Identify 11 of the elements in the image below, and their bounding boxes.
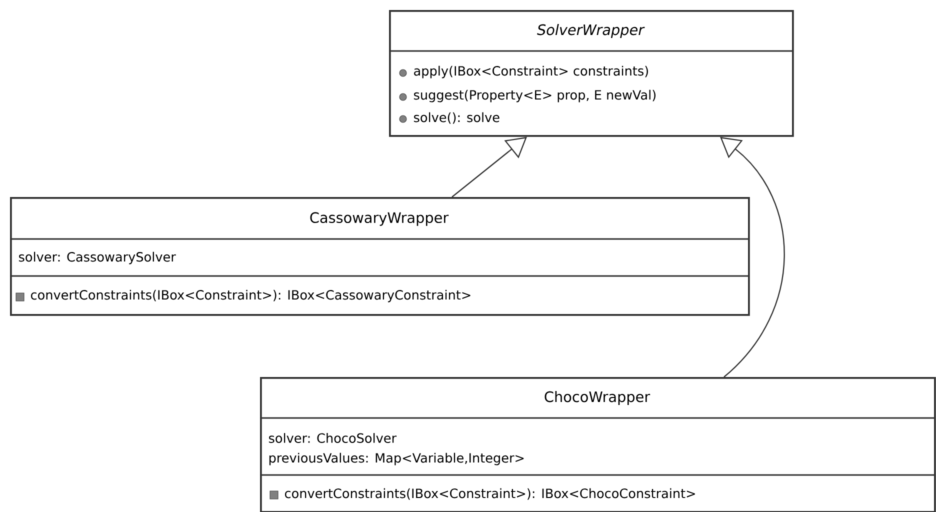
- method-text: solve(): solve: [414, 112, 500, 124]
- class-name: ChocoWrapper: [544, 391, 650, 405]
- method-text: convertConstraints(IBox<Constraint>): IBox<ChocoConstraint>: [284, 488, 695, 500]
- method-text: apply(IBox<Constraint> constraints): [414, 66, 648, 78]
- attribute-text: solver: ChocoSolver: [268, 433, 397, 443]
- class-name: CassowaryWrapper: [310, 212, 449, 226]
- method-text: suggest(Property<E> prop, E newVal): [414, 90, 656, 102]
- class-name: SolverWrapper: [537, 24, 645, 38]
- attribute-text: solver: CassowarySolver: [18, 252, 176, 264]
- attribute-text: previousValues: Map<Variable,Integer>: [269, 452, 524, 466]
- method-text: convertConstraints(IBox<Constraint>): IBox<CassowaryConstraint>: [30, 290, 470, 302]
